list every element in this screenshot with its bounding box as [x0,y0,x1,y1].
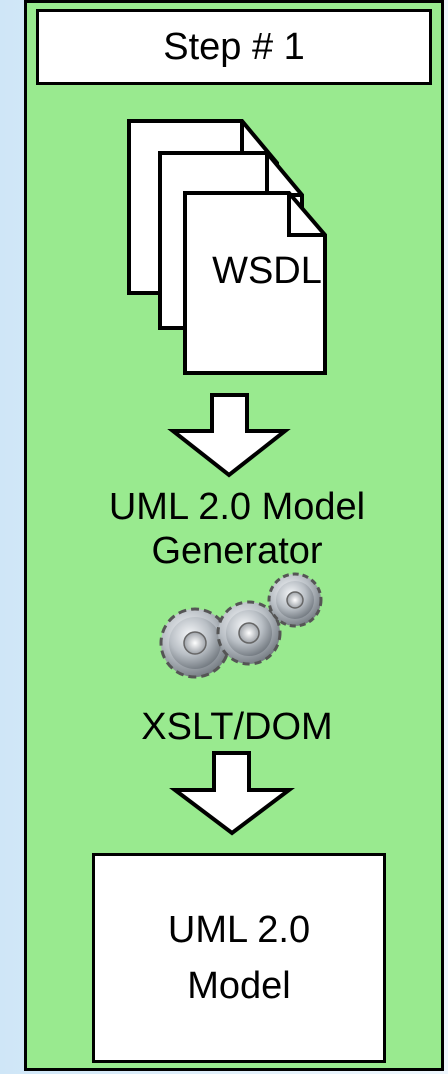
gear-middle [216,600,282,666]
gear-right [267,572,323,628]
down-arrow-icon [167,393,291,478]
down-arrow-icon [169,751,295,836]
step-title: Step # 1 [36,9,432,85]
generator-label-line1: UML 2.0 Model [108,486,366,528]
output-line2: Model [187,965,291,1007]
generator-label-line2: Generator [151,530,323,572]
document-stack-icon [127,119,327,375]
document-front [183,191,327,375]
gears-icon [159,572,323,679]
generator-label: UML 2.0 Model Generator [27,485,447,573]
diagram-graphics [127,119,327,836]
wsdl-label: WSDL [212,250,322,292]
output-model-box: UML 2.0 Model [92,853,386,1063]
tech-label: XSLT/DOM [141,706,333,748]
output-line1: UML 2.0 [167,909,311,951]
step-panel: Step # 1 [24,0,444,1071]
